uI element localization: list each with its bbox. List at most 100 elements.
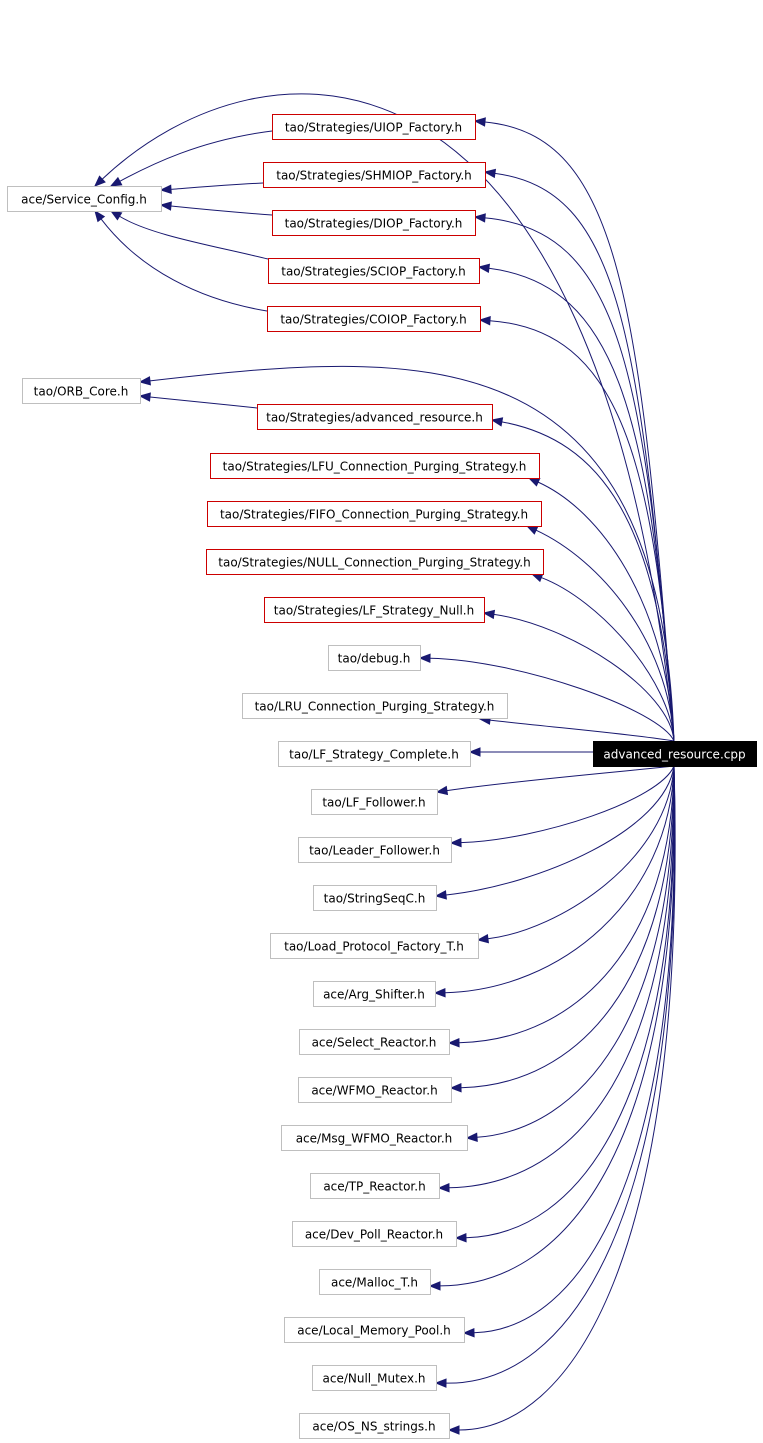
edge-arrowhead <box>435 785 449 796</box>
edge-line <box>100 218 268 312</box>
edge-arrowhead <box>434 890 447 900</box>
node-box <box>270 933 479 959</box>
node-lru-purging: tao/LRU_Connection_Purging_Strategy.h <box>242 693 508 719</box>
node-label: tao/Strategies/COIOP_Factory.h <box>280 313 466 327</box>
node-box <box>311 789 438 815</box>
node-lf-strategy-null[interactable]: tao/Strategies/LF_Strategy_Null.h <box>264 597 485 623</box>
node-box <box>268 258 480 284</box>
edge-advanced-resource-cpp-to-dev-poll-reactor <box>454 765 675 1243</box>
edge-advanced-resource-cpp-to-debug <box>418 653 675 742</box>
edge-arrowhead <box>482 609 496 620</box>
node-fifo-purging[interactable]: tao/Strategies/FIFO_Connection_Purging_S… <box>207 501 542 527</box>
edge-advanced-resource-cpp-to-stringseqc <box>434 765 675 900</box>
edge-line <box>444 765 675 994</box>
node-local-memory-pool: ace/Local_Memory_Pool.h <box>284 1317 465 1343</box>
edge-line <box>119 215 269 260</box>
edge-line <box>170 182 264 190</box>
node-advanced-resource-h[interactable]: tao/Strategies/advanced_resource.h <box>257 404 493 430</box>
node-label: advanced_resource.cpp <box>603 748 745 762</box>
edge-arrowhead <box>138 392 151 402</box>
edge-diop-factory-to-service-config <box>159 201 273 216</box>
edge-advanced-resource-cpp-to-uiop-factory <box>473 117 675 742</box>
node-label: tao/Strategies/SCIOP_Factory.h <box>281 265 466 279</box>
node-load-protocol-factory: tao/Load_Protocol_Factory_T.h <box>270 933 479 959</box>
node-box <box>319 1269 431 1295</box>
node-label: tao/Strategies/DIOP_Factory.h <box>285 217 463 231</box>
edge-line <box>460 765 675 844</box>
edge-line <box>465 765 675 1239</box>
node-label: tao/Strategies/NULL_Connection_Purging_S… <box>218 556 530 570</box>
node-label: ace/Malloc_T.h <box>331 1276 418 1290</box>
node-shmiop-factory[interactable]: tao/Strategies/SHMIOP_Factory.h <box>263 162 486 188</box>
node-arg-shifter: ace/Arg_Shifter.h <box>313 981 436 1007</box>
edge-advanced-resource-cpp-to-lf-strategy-null <box>482 609 675 742</box>
edge-arrowhead <box>483 168 497 179</box>
edge-line <box>458 765 676 1431</box>
edges-layer <box>94 93 676 1435</box>
edge-line <box>448 765 675 1189</box>
edge-arrowhead <box>94 175 106 187</box>
node-box <box>263 162 486 188</box>
edge-advanced-resource-cpp-to-arg-shifter <box>433 765 675 998</box>
edge-advanced-resource-cpp-to-lru-purging <box>478 715 675 742</box>
node-box <box>267 306 481 332</box>
root-node-advanced-resource-cpp: advanced_resource.cpp <box>593 741 757 767</box>
edge-arrowhead <box>468 747 481 757</box>
edge-advanced-resource-cpp-to-lf-follower <box>435 765 675 796</box>
node-label: tao/Strategies/LFU_Connection_Purging_St… <box>223 460 527 474</box>
node-coiop-factory[interactable]: tao/Strategies/COIOP_Factory.h <box>267 306 481 332</box>
edge-arrowhead <box>525 525 539 535</box>
edge-line <box>489 320 675 742</box>
node-malloc-t: ace/Malloc_T.h <box>319 1269 431 1295</box>
edge-line <box>458 765 675 1044</box>
node-box <box>272 114 476 140</box>
edge-arrowhead <box>433 988 446 998</box>
edge-advanced-resource-cpp-to-null-mutex <box>434 765 676 1388</box>
edge-arrowhead <box>109 176 123 187</box>
node-lf-strategy-complete: tao/LF_Strategy_Complete.h <box>278 741 471 767</box>
edge-arrowhead <box>449 837 462 848</box>
edge-arrowhead <box>94 209 106 223</box>
edge-line <box>541 577 675 742</box>
edge-advanced-resource-cpp-to-malloc-t <box>428 765 675 1291</box>
edge-line <box>489 719 675 742</box>
edge-advanced-resource-cpp-to-wfmo-reactor <box>449 765 675 1093</box>
edge-arrowhead <box>447 1038 460 1048</box>
edge-line <box>535 529 675 742</box>
edge-advanced-resource-cpp-to-tp-reactor <box>437 765 675 1193</box>
node-lfu-purging[interactable]: tao/Strategies/LFU_Connection_Purging_St… <box>210 453 540 479</box>
node-box <box>593 741 757 767</box>
edge-advanced-resource-cpp-to-select-reactor <box>447 765 675 1048</box>
node-sciop-factory[interactable]: tao/Strategies/SCIOP_Factory.h <box>268 258 480 284</box>
edge-arrowhead <box>159 184 172 195</box>
edge-advanced-resource-cpp-to-leader-follower <box>449 765 675 848</box>
edge-arrowhead <box>159 201 172 211</box>
edge-shmiop-factory-to-service-config <box>159 182 264 195</box>
node-box <box>298 837 452 863</box>
node-label: tao/Strategies/advanced_resource.h <box>266 411 483 425</box>
node-null-purging[interactable]: tao/Strategies/NULL_Connection_Purging_S… <box>206 549 544 575</box>
node-uiop-factory[interactable]: tao/Strategies/UIOP_Factory.h <box>272 114 476 140</box>
edge-advanced-resource-cpp-to-advanced-resource-h <box>490 417 675 742</box>
node-box <box>278 741 471 767</box>
node-label: ace/Dev_Poll_Reactor.h <box>305 1228 443 1242</box>
edge-line <box>149 396 258 409</box>
node-label: ace/Service_Config.h <box>21 193 147 207</box>
node-label: ace/OS_NS_strings.h <box>312 1420 435 1434</box>
node-null-mutex: ace/Null_Mutex.h <box>312 1365 437 1391</box>
edge-arrowhead <box>465 1132 478 1142</box>
edge-line <box>501 421 675 742</box>
edge-advanced-resource-cpp-to-lf-strategy-complete <box>468 747 593 757</box>
node-label: tao/LF_Follower.h <box>322 796 425 810</box>
node-label: tao/debug.h <box>338 652 411 666</box>
edge-advanced-resource-cpp-to-orb-core <box>138 365 675 742</box>
edge-line <box>170 205 273 216</box>
node-label: ace/Local_Memory_Pool.h <box>297 1324 451 1338</box>
edge-arrowhead <box>447 1425 460 1435</box>
edge-advanced-resource-cpp-to-load-protocol-factory <box>476 765 675 944</box>
node-diop-factory[interactable]: tao/Strategies/DIOP_Factory.h <box>272 210 476 236</box>
edge-line <box>484 217 675 742</box>
edge-sciop-factory-to-service-config <box>109 210 269 260</box>
node-box <box>272 210 476 236</box>
